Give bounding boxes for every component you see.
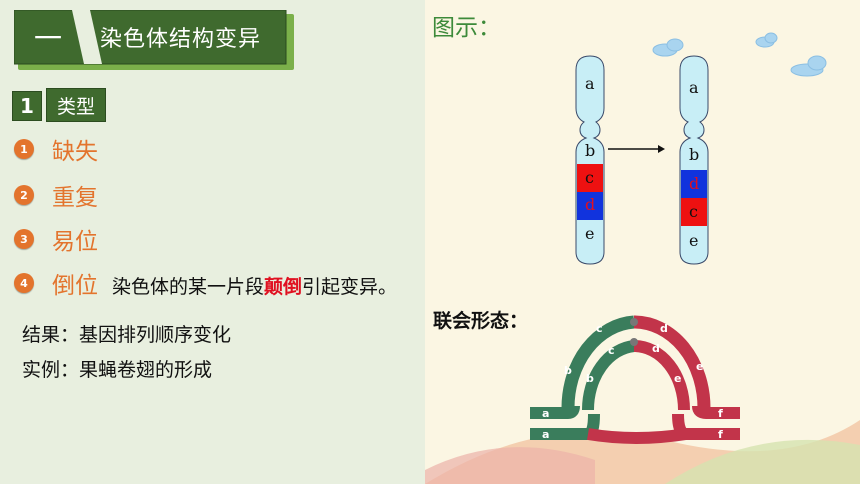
gene-label: d: [689, 174, 699, 193]
desc-before: 染色体的某一片段: [112, 276, 265, 298]
type-heading-number: 1: [12, 91, 42, 121]
loop-label: c: [596, 322, 603, 335]
number-badge: 4: [14, 273, 34, 293]
right-panel-background: [425, 0, 860, 484]
gene-label: c: [689, 202, 698, 221]
section-number: 一: [33, 22, 62, 55]
loop-label: e: [674, 372, 681, 385]
result-text: 结果：基因排列顺序变化: [22, 324, 232, 346]
gene-label: b: [689, 145, 699, 164]
type-name: 重复: [52, 185, 98, 211]
loop-label: b: [586, 372, 594, 385]
example-text: 实例：果蝇卷翅的形成: [22, 359, 213, 381]
loop-label: e: [696, 360, 703, 373]
section-header: 一 染色体结构变异: [14, 10, 294, 70]
type-item-duplication: 2 重复: [14, 180, 98, 211]
number-badge: 1: [14, 139, 34, 159]
type-name: 易位: [52, 229, 98, 255]
section-title: 染色体结构变异: [100, 27, 262, 52]
gene-label: a: [689, 78, 699, 97]
type-name: 倒位: [52, 273, 98, 299]
number-badge: 3: [14, 229, 34, 249]
gene-label: e: [689, 231, 698, 250]
loop-label: c: [608, 344, 615, 357]
synapsis-label: 联会形态：: [433, 310, 529, 332]
number-badge: 2: [14, 185, 34, 205]
type-name: 缺失: [52, 139, 98, 165]
loop-label: f: [718, 407, 723, 420]
loop-label: a: [542, 428, 549, 441]
left-panel-background: [0, 0, 425, 484]
type-heading-label: 类型: [46, 88, 106, 122]
loop-label: a: [542, 407, 549, 420]
loop-label: d: [660, 322, 668, 335]
synapsis-loop-diagram: a b c d e f a b c d e f: [530, 315, 740, 444]
diagram-label: 图示：: [432, 15, 501, 41]
desc-highlight: 颠倒: [264, 276, 303, 298]
type-item-inversion: 4 倒位: [14, 268, 98, 299]
loop-label: f: [718, 428, 723, 441]
gene-label: b: [585, 141, 595, 160]
gene-label: a: [585, 74, 595, 93]
chromosome-before: a b c d e: [575, 55, 605, 265]
arrow-icon: [608, 145, 665, 153]
chromosome-after: a b d c e: [679, 55, 709, 265]
gene-label: c: [585, 168, 594, 187]
gene-label: d: [585, 195, 595, 214]
loop-label: b: [564, 364, 572, 377]
gene-label: e: [585, 224, 594, 243]
type-item-translocation: 3 易位: [14, 224, 98, 255]
desc-after: 引起变异。: [302, 276, 398, 298]
inversion-description: 染色体的某一片段颠倒引起变异。: [112, 272, 397, 299]
type-item-deletion: 1 缺失: [14, 134, 98, 165]
loop-label: d: [652, 342, 660, 355]
